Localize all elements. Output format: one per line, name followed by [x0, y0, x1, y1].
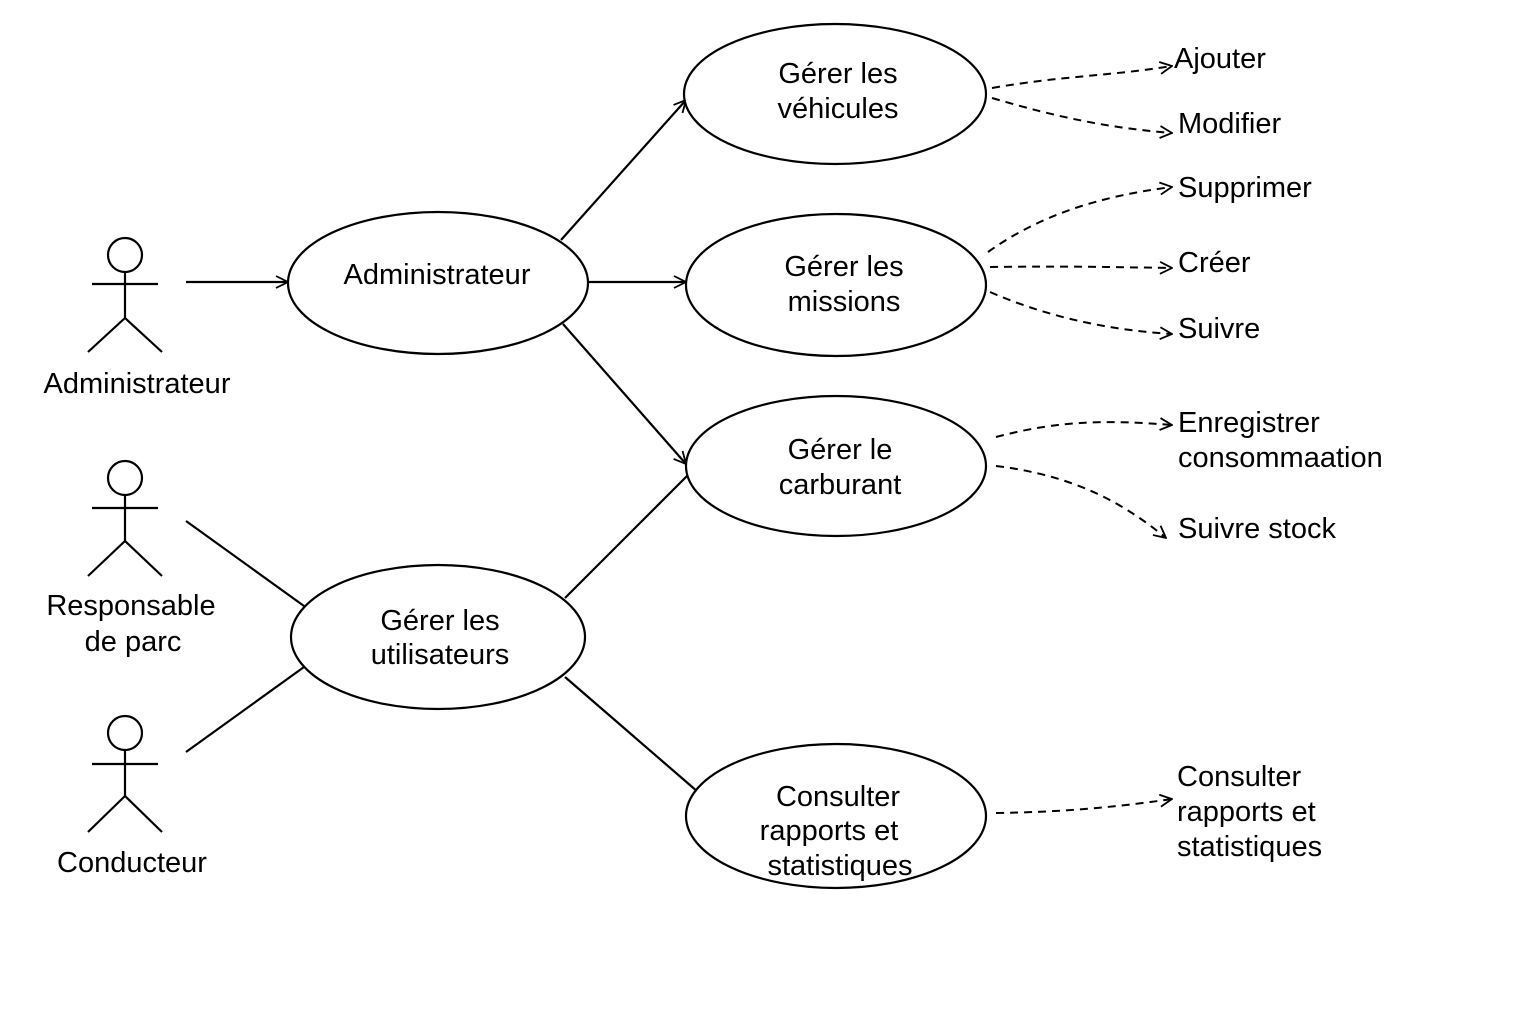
- operation-consulter-line-2: rapports et: [1177, 796, 1316, 828]
- use-case-label-line-2: véhicules: [778, 93, 899, 125]
- include-vehicules-ajouter: [991, 66, 1172, 89]
- operation-consulter-line-3: statistiques: [1177, 831, 1322, 863]
- actor-label: Conducteur: [57, 847, 207, 879]
- use-case-label-line-2: utilisateurs: [371, 639, 510, 671]
- include-vehicules-modifier: [991, 97, 1172, 133]
- operation-supprimer: Supprimer: [1178, 172, 1312, 204]
- use-case-consulter-rapports: Consulter rapports et statistiques: [684, 742, 988, 890]
- operation-consulter-line-1: Consulter: [1177, 761, 1301, 793]
- actor-label-line-1: Responsable: [46, 590, 215, 622]
- operation-enregistrer-line-2: consommaation: [1178, 442, 1383, 474]
- actor-responsable-de-parc: Responsable de parc: [46, 459, 216, 658]
- stick-figure-icon: [87, 714, 163, 833]
- operation-creer: Créer: [1178, 247, 1251, 279]
- use-case-label-line-3: statistiques: [767, 850, 912, 882]
- use-case-gerer-missions: Gérer les missions: [684, 212, 988, 358]
- operation-labels: Ajouter Modifier Supprimer Créer Suivre …: [1174, 43, 1383, 863]
- use-case-label-line-1: Consulter: [776, 781, 900, 813]
- stick-figure-icon: [87, 236, 163, 353]
- operation-enregistrer-line-1: Enregistrer: [1178, 407, 1320, 439]
- use-case-label-line-1: Gérer les: [778, 58, 897, 90]
- actor-administrateur: Administrateur: [44, 236, 231, 400]
- association-admin-to-vehicules: [560, 100, 686, 241]
- use-case-label-line-1: Gérer le: [788, 434, 893, 466]
- operation-ajouter: Ajouter: [1174, 43, 1266, 75]
- association-utilisateurs-to-rapports: [564, 676, 699, 793]
- association-admin-to-carburant: [562, 323, 686, 464]
- operation-modifier: Modifier: [1178, 108, 1281, 140]
- association-utilisateurs-to-carburant: [564, 474, 689, 599]
- association-conducteur-to-utilisateurs: [185, 666, 305, 753]
- association-responsable-to-utilisateurs: [185, 520, 305, 607]
- operation-suivre-stock: Suivre stock: [1178, 513, 1336, 545]
- actor-label: Administrateur: [44, 368, 231, 400]
- use-case-label-line-2: rapports et: [760, 815, 899, 847]
- actor-conducteur: Conducteur: [57, 714, 207, 879]
- include-relations: [987, 66, 1172, 814]
- include-missions-suivre: [989, 291, 1172, 334]
- include-carburant-enregistrer: [995, 422, 1172, 438]
- use-case-label-line-1: Gérer les: [784, 251, 903, 283]
- operation-suivre: Suivre: [1178, 313, 1260, 345]
- use-case-label: Administrateur: [344, 259, 531, 291]
- include-missions-supprimer: [987, 187, 1172, 253]
- stick-figure-icon: [87, 459, 163, 577]
- include-missions-creer: [989, 267, 1172, 268]
- use-case-label-line-2: carburant: [779, 469, 902, 501]
- use-case-administrateur: Administrateur: [286, 210, 590, 356]
- use-case-gerer-carburant: Gérer le carburant: [684, 394, 988, 538]
- include-carburant-suivre-stock: [995, 465, 1166, 538]
- use-case-gerer-vehicules: Gérer les véhicules: [682, 22, 988, 166]
- use-case-label-line-1: Gérer les: [380, 605, 499, 637]
- associations: [185, 100, 699, 793]
- actor-label-line-2: de parc: [85, 626, 182, 658]
- use-case-gerer-utilisateurs: Gérer les utilisateurs: [289, 563, 587, 711]
- include-rapports-consulter: [995, 799, 1172, 814]
- use-case-label-line-2: missions: [788, 286, 901, 318]
